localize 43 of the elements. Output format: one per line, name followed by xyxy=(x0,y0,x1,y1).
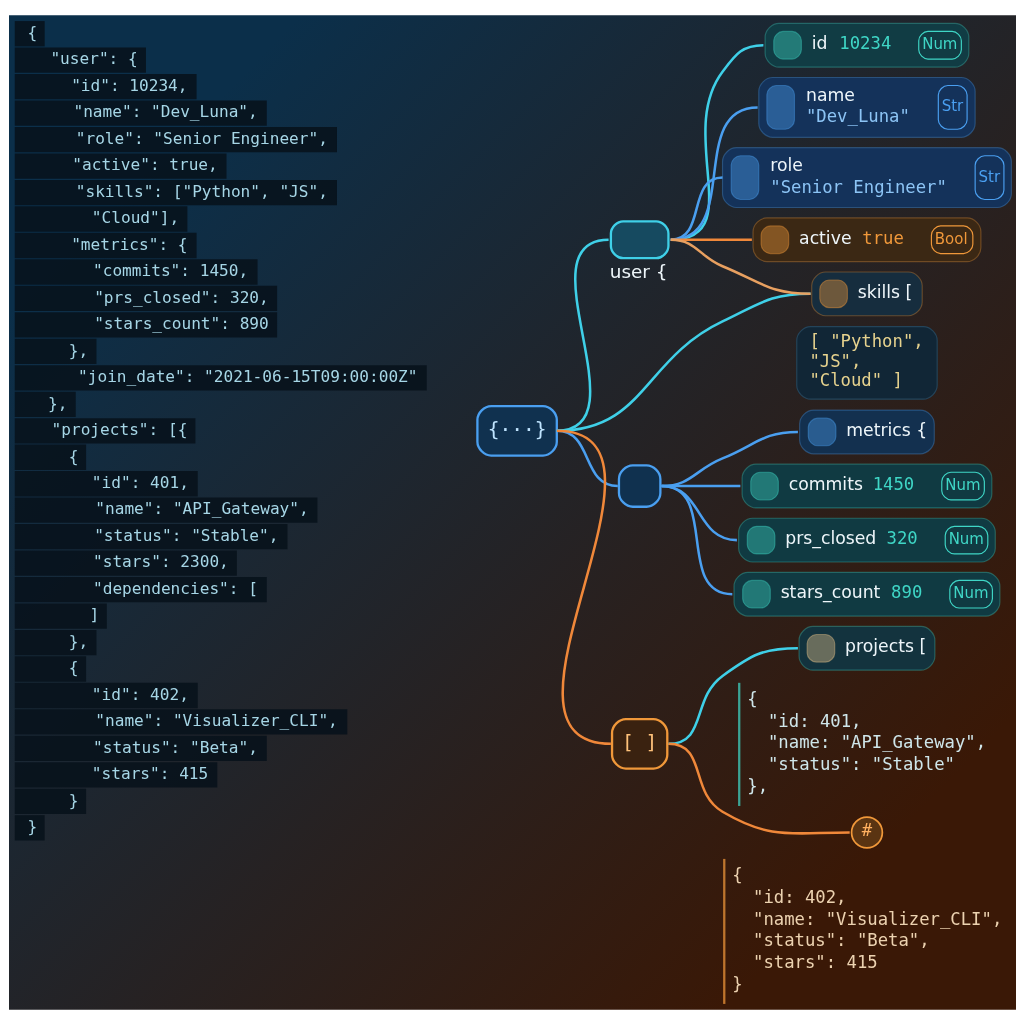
label: "metrics": { xyxy=(70,234,188,254)
label: { xyxy=(26,22,37,42)
label: "dependencies": [ xyxy=(92,578,258,598)
label: "name": "Visualizer_CLI", xyxy=(94,710,338,730)
label: "id: 401, xyxy=(767,710,861,731)
label: } xyxy=(68,790,79,810)
label: { xyxy=(746,688,758,709)
label: "status": "Beta", xyxy=(752,929,930,950)
label: "name": "API_Gateway", xyxy=(94,498,309,518)
label: }, xyxy=(746,775,768,796)
label: "skills": ["Python", "JS", xyxy=(75,181,328,201)
label: "id": 10234, xyxy=(70,75,188,95)
label: "status": "Stable" xyxy=(767,753,955,774)
label: }, xyxy=(68,631,88,651)
label: "status": "Stable", xyxy=(93,525,278,545)
label: "name": "Dev_Luna", xyxy=(72,101,258,121)
label: "stars": 415 xyxy=(91,763,208,783)
label: "stars": 2300, xyxy=(92,551,229,571)
label: "stars_count": 890 xyxy=(93,313,269,333)
label: { xyxy=(68,657,79,677)
label: "name: "Visualizer_CLI", xyxy=(752,908,1002,929)
label: } xyxy=(731,973,743,994)
label: "projects": [{ xyxy=(51,419,187,439)
label: ] xyxy=(89,604,99,624)
label: "commits": 1450, xyxy=(92,260,248,280)
label: "stars": 415 xyxy=(752,951,878,972)
label: { xyxy=(68,446,79,466)
label: "user": { xyxy=(49,48,138,68)
label: } xyxy=(26,816,37,836)
label: "id": 402, xyxy=(91,684,189,704)
label: "status": "Beta", xyxy=(92,737,258,757)
label: "name: "API_Gateway", xyxy=(767,731,986,752)
label: "Cloud"], xyxy=(91,207,179,227)
label: "join_date": "2021-06-15T09:00:00Z" xyxy=(77,366,418,386)
label: "prs_closed": 320, xyxy=(93,287,269,307)
label: }, xyxy=(47,393,68,413)
label: "role": "Senior Engineer", xyxy=(75,128,328,148)
label: "id": 401, xyxy=(91,472,189,492)
label: "active": true, xyxy=(71,154,218,174)
label: }, xyxy=(68,340,88,360)
node-label: user { xyxy=(609,259,667,281)
label: { xyxy=(731,864,743,885)
label: "id: 402, xyxy=(752,886,846,907)
